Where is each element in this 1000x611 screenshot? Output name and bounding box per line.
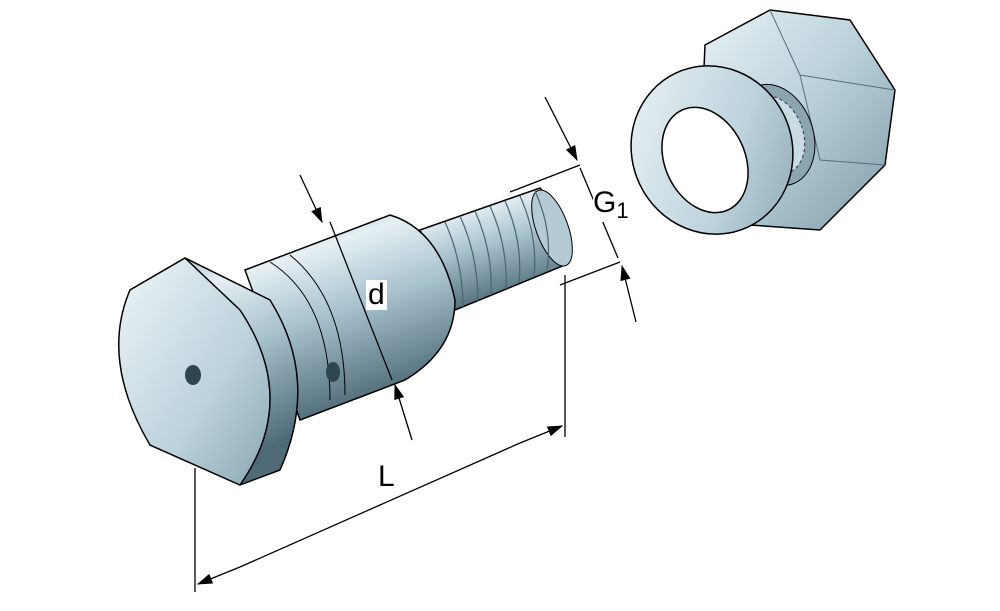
thread-label-main: G xyxy=(593,186,617,219)
threaded-end xyxy=(418,187,573,311)
diameter-label: d xyxy=(366,278,387,311)
thread-label-sub: 1 xyxy=(616,198,629,223)
dimension-lines xyxy=(194,96,637,592)
length-label: L xyxy=(378,460,395,493)
stud-body xyxy=(244,214,456,421)
stud-head xyxy=(118,257,299,486)
washer xyxy=(630,65,794,235)
thread-label: G1 xyxy=(593,188,629,222)
